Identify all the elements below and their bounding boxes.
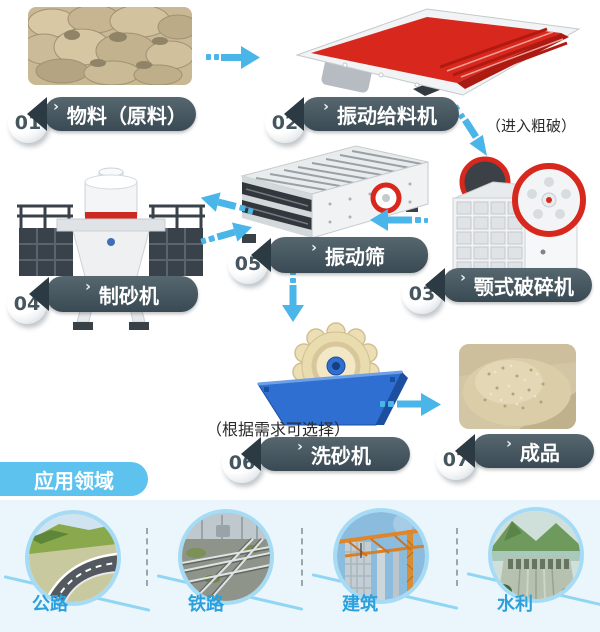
note-coarse-crushing: （进入粗破）	[486, 117, 577, 135]
step-label-product-text: 成品	[519, 440, 560, 465]
step-label-feeder-text: 振动给料机	[336, 103, 437, 128]
chevron-icon: ›	[506, 436, 512, 452]
chevron-icon: ›	[323, 99, 329, 115]
chevron-icon: ›	[460, 270, 466, 286]
note-optional: （根据需求可选择）	[206, 420, 351, 439]
vibrating-screen-image	[238, 142, 432, 256]
step-label-washer-text: 洗砂机	[310, 443, 371, 468]
application-water-label: 水利	[497, 594, 533, 615]
step-label-crusher: › 颚式破碎机	[425, 268, 592, 302]
arrow-washer-to-product-icon	[380, 391, 444, 418]
application-construction-label: 建筑	[342, 594, 378, 615]
step-label-sandmaker: › 制砂机	[29, 276, 198, 312]
arrow-screen-to-sandmaker-icon	[198, 188, 258, 218]
application-highway-label: 公路	[32, 594, 68, 615]
chevron-icon: ›	[297, 439, 303, 455]
dashed-separator	[301, 528, 303, 586]
step-label-crusher-text: 颚式破碎机	[473, 274, 574, 299]
vibrating-feeder-image	[285, 3, 585, 98]
chevron-icon: ›	[311, 240, 317, 256]
application-railway-image	[178, 509, 274, 605]
chevron-icon: ›	[53, 99, 59, 115]
step-label-product: › 成品	[455, 434, 594, 468]
step-label-washer: › 洗砂机	[241, 437, 410, 471]
step-label-feeder: › 振动给料机	[284, 97, 459, 131]
applications-header: 应用领域	[0, 462, 148, 496]
arrow-sandmaker-to-screen-icon	[198, 216, 258, 250]
step-label-material: › 物料（原料）	[27, 97, 196, 131]
arrow-crusher-to-screen-icon	[370, 206, 428, 234]
sand-washer-image	[250, 320, 412, 428]
step-label-material-text: 物料（原料）	[66, 103, 187, 128]
application-construction-image	[333, 508, 429, 604]
application-highway-image	[25, 510, 121, 606]
raw-material-image	[28, 7, 192, 85]
step-label-screen: › 振动筛	[251, 237, 428, 273]
chevron-icon: ›	[85, 279, 91, 295]
dashed-separator	[146, 528, 148, 586]
step-label-screen-text: 振动筛	[324, 244, 385, 269]
application-water-image	[488, 507, 584, 603]
jaw-crusher-image	[443, 148, 590, 290]
arrow-screen-to-washer-icon	[279, 270, 307, 322]
application-railway-label: 铁路	[188, 594, 224, 615]
finished-product-image	[459, 344, 576, 429]
step-label-sandmaker-text: 制砂机	[98, 283, 159, 308]
arrow-rocks-to-feeder-icon	[206, 44, 262, 71]
dashed-separator	[456, 528, 458, 586]
